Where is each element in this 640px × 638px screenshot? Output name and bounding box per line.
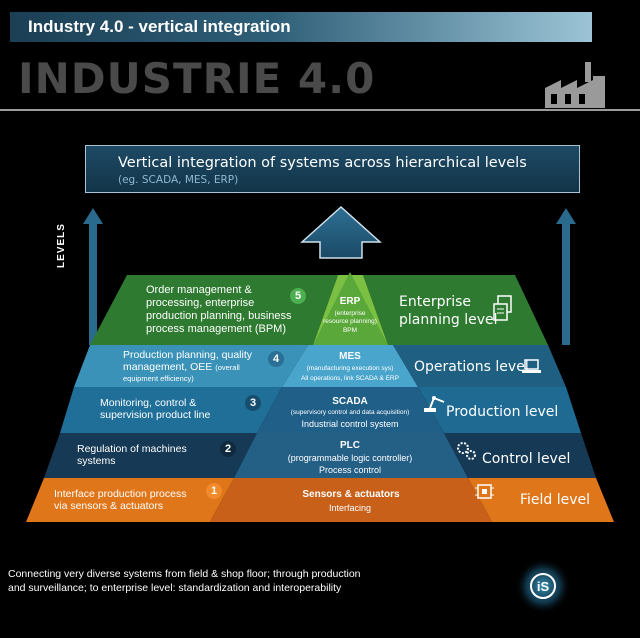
level-1-name: Field level [520, 492, 591, 508]
level-2-center-title: PLC [340, 440, 360, 451]
level-1-right-band [468, 478, 614, 522]
level-4-band [74, 345, 308, 387]
level-3-right-band [418, 387, 581, 433]
level-4-number: 4 [268, 351, 284, 367]
level-1-band [26, 478, 234, 522]
top-box-subtitle: (eg. SCADA, MES, ERP) [118, 174, 239, 186]
header-banner [10, 12, 592, 42]
bottom-caption: Connecting very diverse systems from fie… [8, 568, 361, 594]
level-5-number: 5 [290, 288, 306, 304]
level-5-center-title: ERP [339, 296, 361, 307]
logo-icon: iS [515, 558, 571, 614]
level-5-peak [313, 272, 388, 345]
level-2-band [44, 433, 257, 478]
gears-icon [457, 442, 476, 460]
level-3-center-title: SCADA [332, 396, 368, 407]
level-3-number: 3 [245, 395, 261, 411]
level-2-description: Regulation of machines systems [77, 443, 187, 467]
documents-icon [493, 295, 512, 321]
robot-arm-icon [424, 396, 445, 412]
level-3-center-desc: Industrial control system [301, 419, 399, 429]
level-4-center [282, 345, 418, 387]
level-4-center-desc: All operations, link SCADA & ERP [301, 375, 399, 382]
level-5-name: Enterprise planning level [399, 294, 498, 328]
level-3-description: Monitoring, control & supervision produc… [100, 397, 211, 421]
level-3-name: Production level [446, 404, 559, 420]
header-rule [0, 109, 640, 111]
level-1-center [210, 478, 492, 522]
level-1-center-title: Sensors & actuators [302, 489, 400, 500]
center-up-arrow [300, 205, 382, 259]
vertical-integration-box: Vertical integration of systems across h… [85, 145, 580, 193]
level-4-center-title: MES [339, 351, 361, 362]
levels-label: LEVELS [56, 223, 67, 268]
level-2-number: 2 [220, 441, 236, 457]
big-title: INDUSTRIE 4.0 [18, 54, 376, 103]
level-3-center-sub: (supervisory control and data acquisitio… [290, 409, 410, 416]
factory-icon [545, 62, 605, 108]
level-4-description: Production planning, quality management,… [123, 349, 253, 383]
level-5-center-sub: (enterprise resource planning) [323, 310, 377, 325]
level-4-name: Operations level [414, 359, 529, 375]
level-4-right-band [393, 345, 566, 387]
level-5-description: Order management & processing, enterpris… [146, 284, 292, 335]
chip-icon [475, 484, 494, 499]
level-5-right-band [363, 275, 548, 345]
right-up-arrow [556, 208, 576, 345]
level-1-number: 1 [206, 483, 222, 499]
level-2-center-sub: (programmable logic controller) [287, 453, 413, 463]
banner-title: Industry 4.0 - vertical integration [28, 17, 291, 36]
level-5-center-desc: BPM [342, 327, 358, 334]
laptop-icon [522, 359, 541, 373]
logo-text: iS [537, 579, 550, 594]
level-2-center [234, 433, 468, 478]
level-4-center-sub: (manufacturing execution sys) [306, 365, 394, 372]
level-1-description: Interface production process via sensors… [54, 488, 187, 512]
level-1-center-desc: Interfacing [328, 503, 372, 513]
level-2-name: Control level [482, 451, 571, 467]
top-box-title: Vertical integration of systems across h… [118, 155, 527, 171]
level-3-band [60, 387, 282, 433]
level-3-center [257, 387, 444, 433]
level-2-center-desc: Process control [318, 465, 382, 475]
level-2-right-band [444, 433, 596, 478]
left-up-arrow [83, 208, 103, 345]
level-5-band [90, 275, 338, 345]
